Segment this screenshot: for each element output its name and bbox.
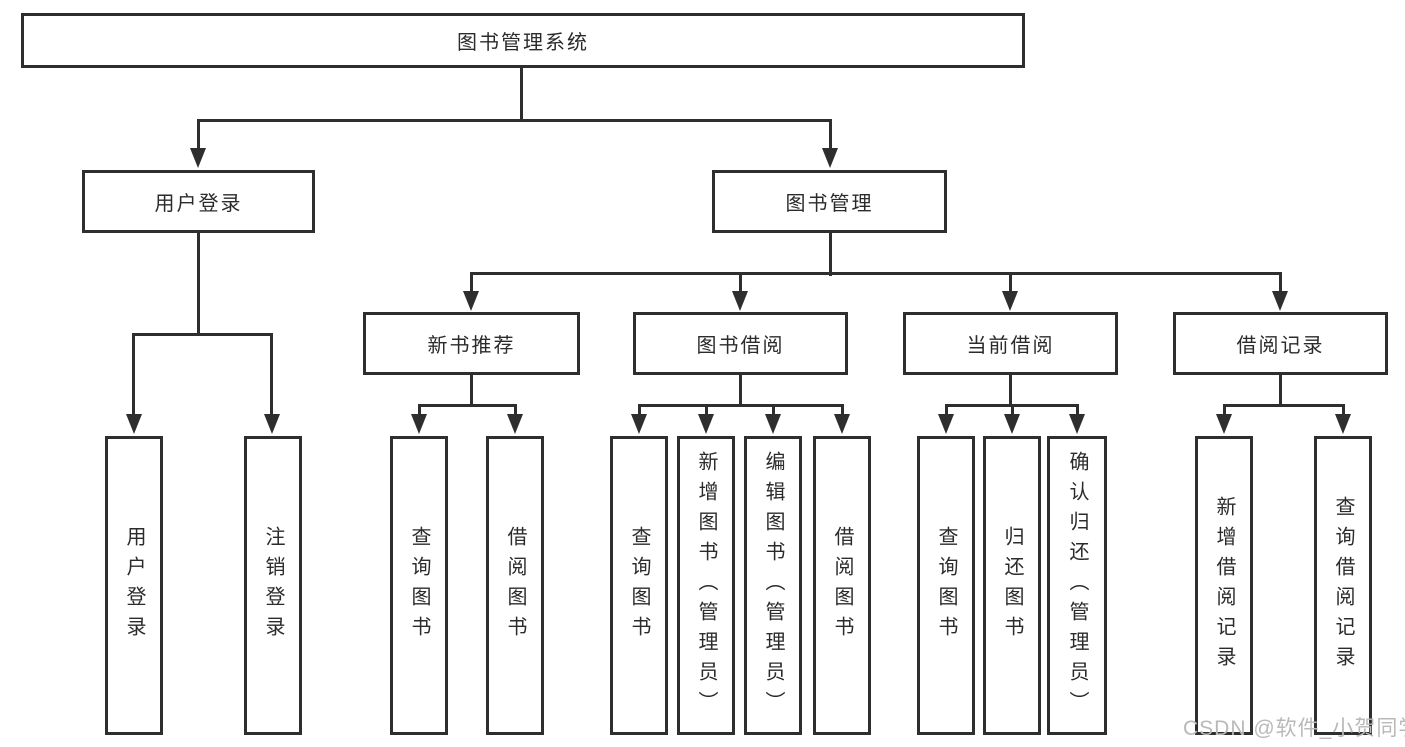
node-book-mgmt: 图书管理 [712,170,947,233]
connector-drop [1009,273,1012,293]
arrowhead-icon [834,414,850,434]
node-leaf-query-book-3: 查询图书 [917,436,975,735]
arrowhead-icon [1216,414,1232,434]
node-label: 借阅图书 [831,525,853,646]
connector-drop [638,405,641,416]
node-new-book-rec: 新书推荐 [363,312,580,375]
connector-userlogin-stem [197,233,200,336]
node-leaf-query-borrow-record: 查询借阅记录 [1314,436,1372,735]
node-leaf-logout: 注销登录 [244,436,302,735]
arrowhead-icon [507,414,523,434]
node-leaf-query-book-2: 查询图书 [610,436,668,735]
connector-stem [1279,375,1282,407]
connector-drop [829,120,832,150]
connector-bar [418,404,517,407]
arrowhead-icon [1069,414,1085,434]
connector-root-stem [520,68,523,122]
connector-stem [739,375,742,407]
connector-stem [470,375,473,407]
connector-drop [270,334,273,416]
arrowhead-icon [126,414,142,434]
arrowhead-icon [698,414,714,434]
node-leaf-query-book-1: 查询图书 [390,436,448,735]
connector-drop [705,405,708,416]
connector-bookmgmt-stem [829,233,832,276]
connector-drop [739,273,742,293]
connector-bar [638,404,844,407]
node-label: 查询借阅记录 [1332,495,1354,676]
node-leaf-edit-book-admin: 编辑图书（管理员） [744,436,802,735]
watermark: CSDN @软件_小贺同学 [1183,717,1405,740]
node-current-borrow: 当前借阅 [903,312,1118,375]
node-label: 新增图书（管理员） [695,450,717,721]
node-leaf-confirm-return-admin: 确认归还（管理员） [1047,436,1107,735]
arrowhead-icon [732,291,748,311]
connector-drop [841,405,844,416]
node-leaf-add-borrow-record: 新增借阅记录 [1195,436,1253,735]
connector-drop [132,334,135,416]
connector-drop [945,405,948,416]
connector-bookmgmt-bar [470,272,1282,275]
connector-drop [772,405,775,416]
node-label: 注销登录 [262,525,284,646]
node-label: 借阅图书 [504,525,526,646]
connector-userlogin-bar [132,333,273,336]
connector-stem [1009,375,1012,407]
arrowhead-icon [1335,414,1351,434]
node-label: 确认归还（管理员） [1066,450,1088,721]
connector-drop [1279,273,1282,293]
node-label: 查询图书 [935,525,957,646]
connector-drop [197,120,200,150]
node-label: 归还图书 [1001,525,1023,646]
node-leaf-return-book: 归还图书 [983,436,1041,735]
node-label: 用户登录 [123,525,145,646]
node-borrow-record: 借阅记录 [1173,312,1388,375]
arrowhead-icon [463,291,479,311]
node-leaf-user-login: 用户登录 [105,436,163,735]
arrowhead-icon [765,414,781,434]
node-label: 新增借阅记录 [1213,495,1235,676]
connector-drop [418,405,421,416]
node-leaf-add-book-admin: 新增图书（管理员） [677,436,735,735]
connector-drop [470,273,473,293]
node-leaf-borrow-book-1: 借阅图书 [486,436,544,735]
connector-drop [514,405,517,416]
connector-drop [1076,405,1079,416]
arrowhead-icon [822,148,838,168]
arrowhead-icon [938,414,954,434]
node-root: 图书管理系统 [21,13,1025,68]
connector-bar [1223,404,1345,407]
node-leaf-borrow-book-2: 借阅图书 [813,436,871,735]
node-user-login: 用户登录 [82,170,315,233]
node-label: 查询图书 [408,525,430,646]
arrowhead-icon [1004,414,1020,434]
arrowhead-icon [631,414,647,434]
connector-drop [1011,405,1014,416]
arrowhead-icon [190,148,206,168]
connector-drop [1223,405,1226,416]
connector-root-bar [197,119,832,122]
arrowhead-icon [1272,291,1288,311]
arrowhead-icon [1002,291,1018,311]
connector-drop [1342,405,1345,416]
arrowhead-icon [264,414,280,434]
node-book-borrow: 图书借阅 [633,312,848,375]
node-label: 编辑图书（管理员） [762,450,784,721]
arrowhead-icon [411,414,427,434]
node-label: 查询图书 [628,525,650,646]
